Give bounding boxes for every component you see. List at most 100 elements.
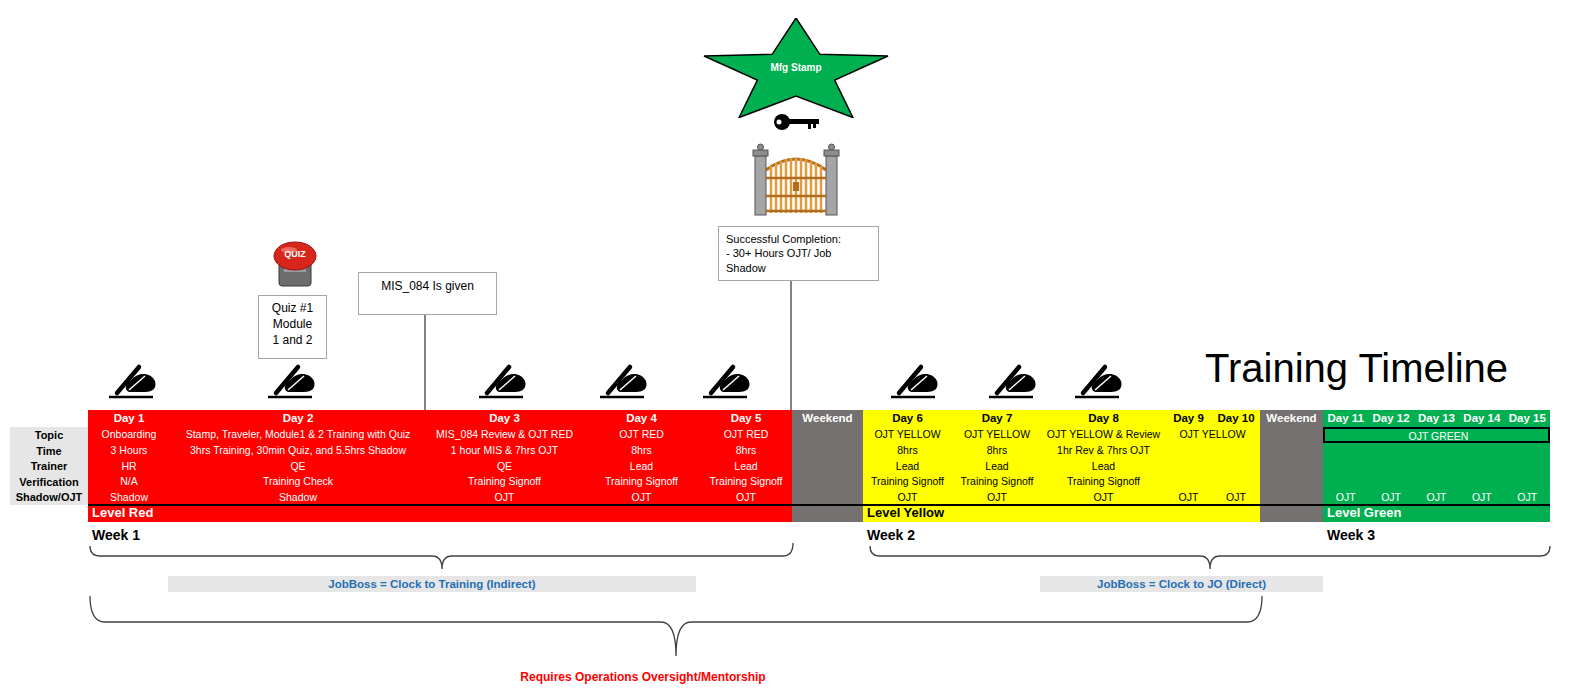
cell-text: Weekend (1266, 412, 1316, 425)
level-band: Level RedDay 1Onboarding3 HoursHRN/AShad… (88, 410, 792, 522)
text-slot: QE (170, 459, 426, 474)
text-slot: Lead (952, 459, 1042, 474)
cell-text: OJT (898, 492, 918, 504)
text-slot: 8hrs (583, 443, 700, 459)
text-slot: OJT (1165, 490, 1212, 505)
gate-icon (758, 144, 764, 150)
cell-text: OJT (1427, 492, 1447, 504)
level-divider (1260, 504, 1323, 506)
cell-text: Weekend (802, 412, 852, 425)
node-text: MIS_084 Is given (365, 279, 490, 293)
text-slot: Day 1 (88, 410, 170, 427)
gate-icon (793, 182, 799, 191)
callout-box: MIS_084 Is given (358, 272, 497, 315)
cell-text: OJT (1336, 492, 1356, 504)
day-column: Day 4OJT RED8hrsLeadTraining SignoffOJT (583, 410, 700, 505)
text-slot: Day 4 (583, 410, 700, 427)
cell-text: Training Signoff (871, 476, 944, 488)
text-slot: Weekend (792, 410, 863, 427)
text-slot: Day 15 (1505, 410, 1550, 427)
text-slot: Week 1 (92, 527, 172, 544)
text-slot: MIS_084 Review & OJT RED (426, 427, 583, 443)
day-column: Day 13OJT (1414, 410, 1459, 505)
brace-label: Requires Operations Oversight/Mentorship (520, 671, 765, 684)
cell-text: 3 Hours (111, 445, 148, 457)
cell-text: OJT (495, 492, 515, 504)
signature-icons (109, 367, 156, 397)
text-slot: Day 14 (1459, 410, 1504, 427)
cell-text: OJT (736, 492, 756, 504)
leader-connector (424, 315, 425, 410)
gate-icon (826, 156, 837, 215)
cell-text: Shadow (279, 492, 317, 504)
quiz-button (274, 242, 316, 286)
signature-icons (1075, 367, 1122, 397)
text-slot: Trainer (10, 459, 88, 474)
text-slot: Training Signoff (1042, 474, 1165, 490)
text-slot: OJT (1459, 490, 1504, 505)
cell-text: OJT (1226, 492, 1246, 504)
key-icon (774, 114, 819, 130)
text-slot: Onboarding (88, 427, 170, 443)
cell-text: OJT YELLOW (1179, 429, 1245, 441)
cell-text: 8hrs (987, 445, 1007, 457)
cell-text: Day 11 (1327, 412, 1363, 425)
brace (870, 546, 1550, 569)
text-slot: Training Signoff (700, 474, 792, 490)
cell-text: Training Signoff (710, 476, 783, 488)
text-slot: JobBoss = Clock to Training (Indirect) (168, 576, 696, 592)
text-slot: OJT (426, 490, 583, 505)
cell-text: Shadow (110, 492, 148, 504)
cell-text: MIS_084 Review & OJT RED (436, 429, 573, 441)
week-label: Week 2 (867, 528, 915, 543)
cell-text: Training Signoff (468, 476, 541, 488)
day-column: Day 11 OJT (1323, 410, 1368, 505)
cell-text: OJT (987, 492, 1007, 504)
text-slot: 8hrs (700, 443, 792, 459)
text-slot: Stamp, Traveler, Module1 & 2 Training wi… (170, 427, 426, 443)
cell-text: OJT (1094, 492, 1114, 504)
cell-text: Day 14 (1463, 412, 1500, 425)
text-slot: OJT YELLOW (863, 427, 952, 443)
text-slot: 3hrs Training, 30min Quiz, and 5.5hrs Sh… (170, 443, 426, 459)
day-column: Day 6OJT YELLOW8hrsLeadTraining SignoffO… (863, 410, 952, 505)
stamp-star: Mfg Stamp (703, 18, 889, 118)
text-slot: OJT YELLOW (1165, 427, 1260, 443)
day-column: Day 12 OJT (1368, 410, 1413, 505)
star-outline (704, 18, 888, 117)
cell-text: Day 7 (982, 412, 1013, 425)
cell-text: HR (121, 461, 136, 473)
cell-text: OJT (1517, 492, 1537, 504)
text-slot: Lead (583, 459, 700, 474)
level-divider (88, 504, 792, 506)
text-slot: OJT (1042, 490, 1165, 505)
cell-text: Lead (985, 461, 1008, 473)
cell-text: Day 12 (1373, 412, 1410, 425)
text-slot: Topic (10, 427, 88, 443)
cell-text: OJT RED (724, 429, 769, 441)
text-slot: Week 3 (1327, 527, 1407, 544)
brace (90, 543, 793, 569)
text-slot: OJT (1414, 490, 1459, 505)
cell-text: Day 10 (1217, 412, 1254, 425)
node-text: Quiz #1 Module 1 and 2 (270, 300, 315, 349)
row-header: TopicTimeTrainerVerificationShadow/OJT (10, 427, 88, 505)
text-slot: Day 3 (426, 410, 583, 427)
text-slot: Verification (10, 474, 88, 490)
cell-text: Training Check (263, 476, 333, 488)
signature-icons (703, 367, 750, 397)
cell-text: Training Signoff (605, 476, 678, 488)
text-slot: Training Timeline (1205, 343, 1565, 393)
cell-text: Day 4 (626, 412, 657, 425)
cell-text: Shadow/OJT (16, 491, 83, 503)
signature-icons (891, 367, 938, 397)
text-slot: Level Green (1327, 505, 1527, 522)
text-slot: HR (88, 459, 170, 474)
cell-text: Day 1 (114, 412, 145, 425)
node-text: Successful Completion: - 30+ Hours OJT/ … (726, 232, 844, 275)
cell-text: OJT GREEN (1409, 431, 1469, 443)
text-slot: Day 2 (170, 410, 426, 427)
cell-text: OJT (1381, 492, 1401, 504)
text-slot: OJT RED (700, 427, 792, 443)
cell-text: JobBoss = Clock to Training (Indirect) (328, 578, 535, 591)
